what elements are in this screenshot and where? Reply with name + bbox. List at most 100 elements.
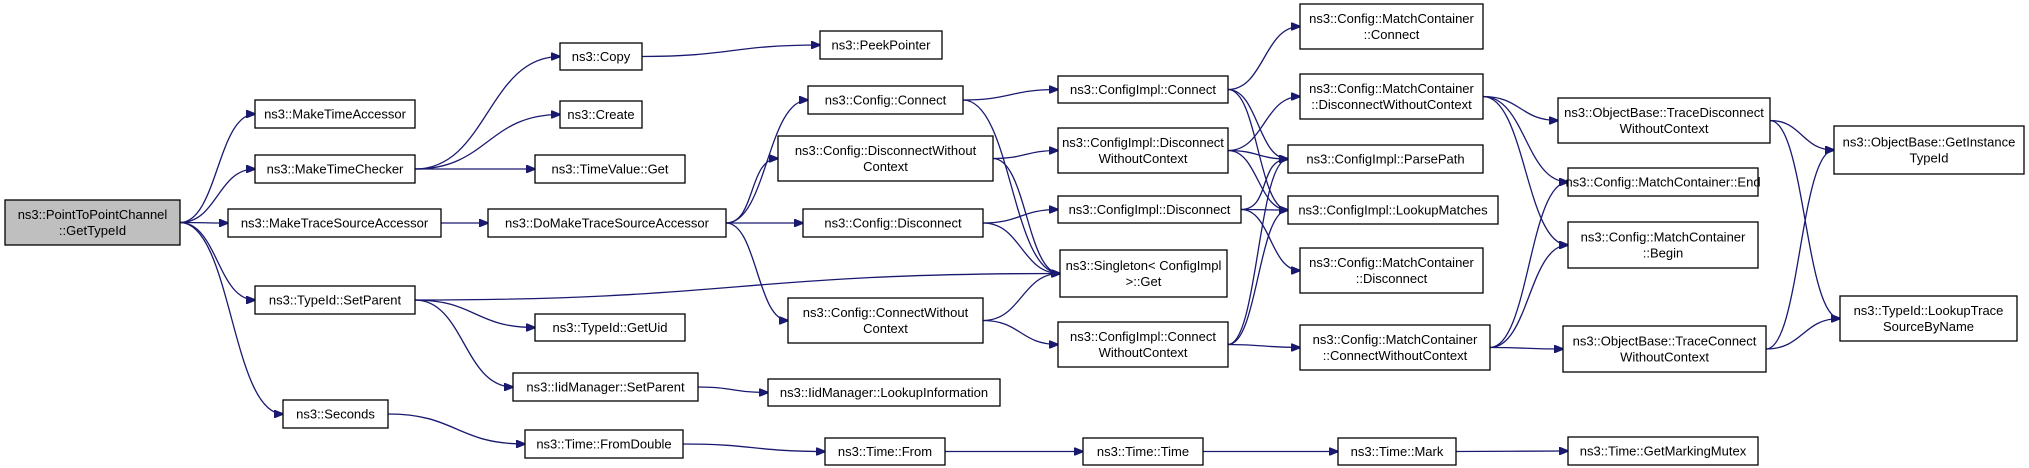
node-ns3-singleton-configimpl-get[interactable]: ns3::Singleton< ConfigImpl >::Get [1059,249,1228,298]
node-ns3-create[interactable]: ns3::Create [559,100,643,129]
node-ns3-maketimeaccessor[interactable]: ns3::MakeTimeAccessor [254,99,416,129]
edge-root-to-mtc [179,169,255,224]
node-ns3-objectbase-tracedisconnect-withoutcontext[interactable]: ns3::ObjectBase::TraceDisconnectWithoutC… [1557,97,1771,144]
node-ns3-maketimechecker[interactable]: ns3::MakeTimeChecker [254,154,416,184]
node-label-line: ns3::MakeTraceSourceAccessor [241,216,429,231]
node-label-line: ns3::Time::Time [1097,444,1189,459]
node-label-line: ns3::Config::MatchContainer::End [1565,175,1760,190]
node-box [819,30,943,60]
node-label-line: ns3::Copy [572,49,631,64]
node-ns3-time-fromdouble[interactable]: ns3::Time::FromDouble [524,429,684,459]
node-box [559,42,643,71]
node-box [824,437,946,466]
node-ns3-maketracesourceaccessor[interactable]: ns3::MakeTraceSourceAccessor [227,208,442,238]
node-label-line: ::GetTypeId [59,223,126,238]
node-box [534,313,686,342]
node-label-line: ns3::Time::From [838,444,932,459]
node-ns3-configimpl-connect-withoutcontext[interactable]: ns3::ConfigImpl::ConnectWithoutContext [1057,321,1229,368]
node-label-line: ns3::Singleton< ConfigImpl [1066,258,1222,273]
node-ns3-objectbase-traceconnect-withoutcontext[interactable]: ns3::ObjectBase::TraceConnectWithoutCont… [1562,325,1767,373]
node-ns3-configimpl-connect[interactable]: ns3::ConfigImpl::Connect [1057,75,1229,104]
node-label-line: ns3::Config::Connect [825,93,947,108]
node-ns3-config-matchcontainer-connect[interactable]: ns3::Config::MatchContainer::Connect [1299,3,1484,50]
node-ns3-copy[interactable]: ns3::Copy [559,42,643,71]
edge-cmcdwc-to-cmcbegin [1482,95,1568,246]
node-label-line: ns3::PeekPointer [831,38,931,53]
node-label-line: ns3::Config::MatchContainer [1309,11,1474,26]
edge-root-to-sec [179,221,283,415]
node-ns3-configimpl-disconnect-withoutcontext[interactable]: ns3::ConfigImpl::DisconnectWithoutContex… [1057,127,1229,174]
edge-cmccwc-to-obtcwc [1489,348,1563,350]
node-ns3-peekpointer[interactable]: ns3::PeekPointer [819,30,943,60]
node-label-line: ns3::Config::MatchContainer [1309,255,1474,270]
edge-mtc-to-copy [414,57,560,170]
node-label-line: ns3::Config::MatchContainer [1313,332,1478,347]
node-ns3-config-disconnectwithout-context[interactable]: ns3::Config::DisconnectWithoutContext [777,135,994,182]
edge-obtdwc-to-obgit [1769,119,1834,151]
edge-domtsa-to-cdwc [725,159,778,224]
node-ns3-config-matchcontainer-connectwithoutcontext[interactable]: ns3::Config::MatchContainer::ConnectWith… [1299,324,1491,371]
node-label-line: ns3::ConfigImpl::LookupMatches [1298,203,1488,218]
node-box [524,429,684,459]
node-ns3-pointtopointchannel-gettypeid[interactable]: ns3::PointToPointChannel::GetTypeId [4,199,181,246]
node-label-line: ::ConnectWithoutContext [1323,348,1468,363]
node-box [1287,195,1499,225]
node-box [4,199,181,246]
node-label-line: TypeId [1909,151,1948,166]
node-label-line: ns3::Config::MatchContainer [1581,230,1746,245]
node-ns3-time-mark[interactable]: ns3::Time::Mark [1337,437,1457,466]
node-label-line: ::Disconnect [1356,271,1428,286]
node-ns3-typeid-setparent[interactable]: ns3::TypeId::SetParent [254,285,416,315]
node-ns3-iidmanager-setparent[interactable]: ns3::IidManager::SetParent [512,372,699,402]
node-ns3-timevalue-get[interactable]: ns3::TimeValue::Get [534,154,686,184]
edge-cidisc-to-cmcdisc [1240,208,1300,271]
node-ns3-domaketracesourceaccessor[interactable]: ns3::DoMakeTraceSourceAccessor [487,208,727,238]
node-ns3-config-matchcontainer-disconnectwithoutcontext[interactable]: ns3::Config::MatchContainer::DisconnectW… [1299,73,1484,120]
node-box [254,99,416,129]
node-box [767,378,1001,407]
node-box [802,208,984,238]
node-box [534,154,686,184]
node-box [1557,97,1771,144]
node-ns3-typeid-getuid[interactable]: ns3::TypeId::GetUid [534,313,686,342]
node-ns3-seconds[interactable]: ns3::Seconds [282,399,389,429]
node-ns3-config-matchcontainer-begin[interactable]: ns3::Config::MatchContainer::Begin [1567,221,1759,269]
node-label-line: ns3::PointToPointChannel [18,207,168,222]
node-label-line: ns3::IidManager::LookupInformation [780,385,988,400]
edge-cidwc-to-cmcdwc [1227,97,1300,152]
node-ns3-configimpl-parsepath[interactable]: ns3::ConfigImpl::ParsePath [1287,144,1484,174]
node-ns3-config-connect[interactable]: ns3::Config::Connect [807,85,964,115]
node-ns3-configimpl-lookupmatches[interactable]: ns3::ConfigImpl::LookupMatches [1287,195,1499,225]
node-box [787,297,984,344]
node-ns3-config-disconnect[interactable]: ns3::Config::Disconnect [802,208,984,238]
node-label-line: WithoutContext [1099,151,1188,166]
node-ns3-iidmanager-lookupinformation[interactable]: ns3::IidManager::LookupInformation [767,378,1001,407]
edge-cmccwc-to-cmcend [1489,182,1568,349]
edge-tsp-to-iidsp [414,299,513,387]
node-ns3-time-from[interactable]: ns3::Time::From [824,437,946,466]
node-label-line: ns3::MakeTimeChecker [267,162,404,177]
node-label-line: ns3::TypeId::GetUid [553,320,668,335]
edge-mtc-to-create [414,115,560,170]
node-ns3-config-connectwithout-context[interactable]: ns3::Config::ConnectWithoutContext [787,297,984,344]
node-label-line: Context [863,321,908,336]
node-label-line: ns3::ConfigImpl::Disconnect [1069,202,1231,217]
edge-cdwc-to-singleton [992,157,1060,274]
edge-cidisc-to-parsepath [1240,159,1288,211]
node-ns3-time-getmarkingmutex[interactable]: ns3::Time::GetMarkingMutex [1567,436,1759,466]
node-ns3-config-matchcontainer-end[interactable]: ns3::Config::MatchContainer::End [1565,167,1761,197]
nodes-layer: ns3::PointToPointChannel::GetTypeIdns3::… [4,3,2025,466]
node-label-line: ns3::ObjectBase::TraceConnect [1573,334,1757,349]
edge-cconnect-to-ciconnect [962,90,1058,101]
node-ns3-configimpl-disconnect[interactable]: ns3::ConfigImpl::Disconnect [1057,195,1242,224]
node-ns3-time-time[interactable]: ns3::Time::Time [1082,437,1204,466]
edge-copy-to-peek [641,45,820,58]
node-box [282,399,389,429]
edge-cdisc-to-singleton [982,222,1060,274]
node-box [1057,75,1229,104]
node-box [1337,437,1457,466]
node-box [1562,325,1767,373]
node-ns3-config-matchcontainer-disconnect[interactable]: ns3::Config::MatchContainer::Disconnect [1299,247,1484,294]
